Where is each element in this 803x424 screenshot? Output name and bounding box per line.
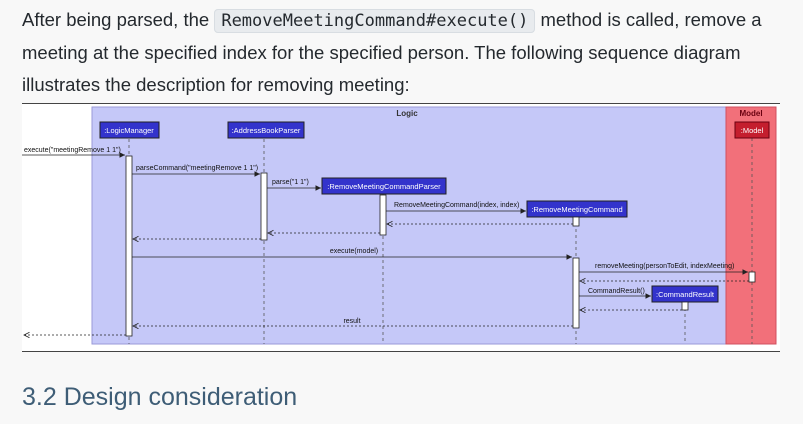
participant-model [734, 121, 770, 139]
logic-frame-label: Logic [396, 109, 418, 118]
msg-result-label: result [343, 318, 360, 325]
msg-create-command-label: RemoveMeetingCommand(index, index) [394, 202, 519, 209]
msg-create-result-label: CommandResult() [588, 288, 645, 295]
participant-model-label: :Model [741, 126, 764, 135]
participant-command-result-label: :CommandResult [656, 290, 715, 299]
msg-parse-command-label: parseCommand("meetingRemove 1 1") [136, 165, 258, 172]
msg-remove-meeting-label: removeMeeting(personToEdit, indexMeeting… [595, 263, 734, 270]
logic-frame [91, 106, 727, 345]
intro-text-1: After being parsed, the [22, 9, 215, 30]
participant-logic-manager [99, 121, 160, 139]
msg-execute-model-label: execute(model) [330, 248, 378, 255]
inline-code: RemoveMeetingCommand#execute() [214, 9, 536, 33]
msg-parse-label: parse("1 1") [272, 179, 309, 186]
participant-address-book-parser-label: :AddressBookParser [232, 126, 301, 135]
model-frame-label: Model [739, 109, 762, 118]
participant-logic-manager-label: :LogicManager [104, 126, 154, 135]
participant-parser [321, 177, 447, 195]
model-frame [725, 106, 777, 345]
section-heading: 3.2 Design consideration [22, 383, 298, 411]
activation-bars [125, 155, 756, 337]
msg-execute-input-label: execute("meetingRemove 1 1") [24, 147, 121, 154]
participant-parser-label: :RemoveMeetingCommandParser [327, 182, 441, 191]
intro-text-2: method is called, remove a meeting at th… [22, 9, 762, 95]
participant-address-book-parser [227, 121, 305, 139]
sequence-diagram: Logic Model :LogicManager :AddressBookPa… [22, 103, 780, 352]
sequence-diagram-svg: Logic Model :LogicManager :AddressBookPa… [22, 106, 777, 345]
intro-paragraph: After being parsed, the RemoveMeetingCom… [22, 4, 792, 101]
participant-command-label: :RemoveMeetingCommand [531, 205, 622, 214]
